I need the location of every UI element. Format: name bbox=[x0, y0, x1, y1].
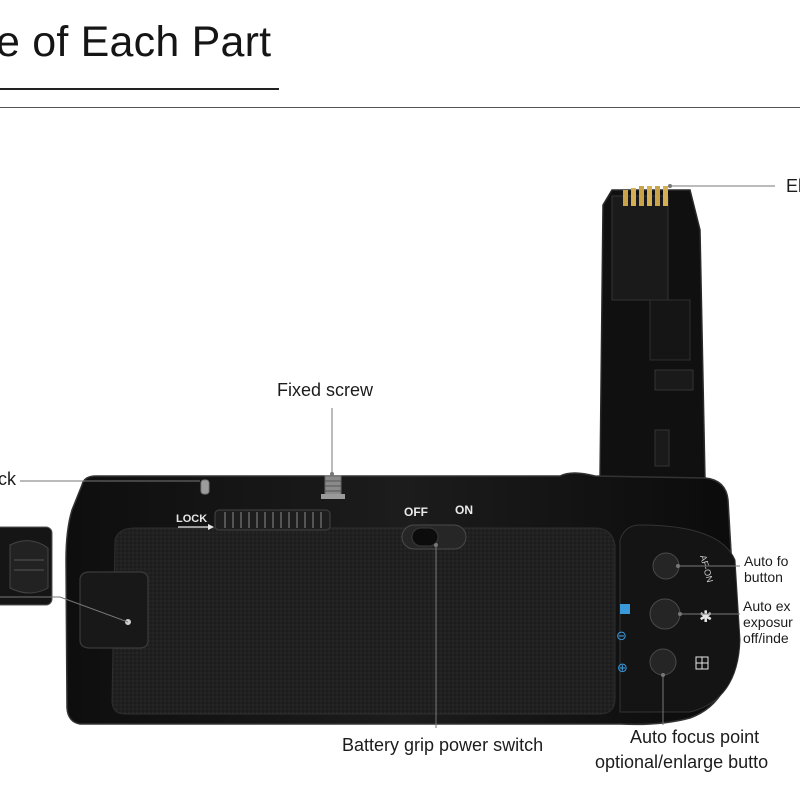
power-switch: OFF ON bbox=[401, 503, 473, 550]
power-switch-label: Battery grip power switch bbox=[342, 735, 544, 755]
off-text: OFF bbox=[404, 505, 428, 519]
af-point-label-line2: optional/enlarge butto bbox=[595, 752, 769, 772]
on-text: ON bbox=[455, 503, 473, 517]
svg-text:⊖: ⊖ bbox=[616, 629, 627, 644]
grip-body bbox=[65, 472, 741, 726]
fixed-screw-label: Fixed screw bbox=[277, 380, 374, 400]
locating-pin bbox=[200, 479, 210, 495]
lock-dial: LOCK bbox=[176, 509, 331, 531]
ae-lock-label: Auto ex exposur off/inde bbox=[743, 598, 793, 646]
leader-lines bbox=[0, 185, 775, 728]
electrical-contacts-label: El bbox=[786, 176, 800, 196]
header-divider bbox=[0, 107, 800, 108]
leader-dots bbox=[330, 184, 682, 677]
svg-text:⊕: ⊕ bbox=[617, 661, 628, 676]
electrical-contacts bbox=[623, 186, 668, 206]
af-button-label: Auto fo button bbox=[744, 553, 789, 585]
title-underline bbox=[0, 88, 279, 90]
latch-inset bbox=[0, 526, 53, 606]
fixed-screw bbox=[321, 475, 345, 499]
svg-text:✱: ✱ bbox=[699, 607, 712, 626]
control-buttons: ⊖ ⊕ ✱ AF-ON bbox=[616, 552, 715, 676]
page-title: e of Each Part bbox=[0, 18, 272, 66]
lock-text: LOCK bbox=[176, 513, 207, 525]
lock-label: ck bbox=[0, 469, 16, 489]
battery-column bbox=[599, 189, 706, 481]
af-point-label-line1: Auto focus point bbox=[630, 727, 760, 747]
